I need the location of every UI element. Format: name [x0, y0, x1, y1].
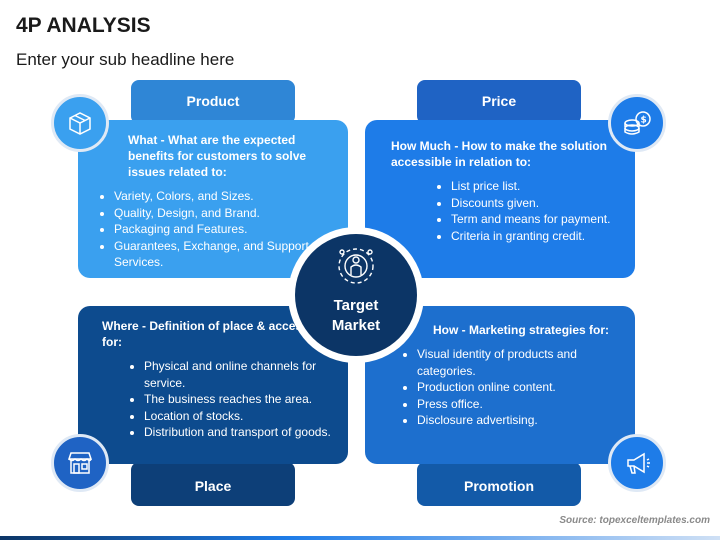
- product-box-icon: [69, 112, 91, 135]
- price-item: Term and means for payment.: [451, 211, 621, 228]
- price-tab-label: Price: [481, 93, 517, 109]
- target-market-circle: Target Market: [295, 234, 417, 356]
- product-lead: What - What are the expected benefits fo…: [128, 133, 307, 179]
- target-market-label: Target Market: [295, 296, 417, 336]
- place-item: Location of stocks.: [144, 408, 334, 425]
- place-item: Physical and online channels for service…: [144, 358, 334, 391]
- promotion-tab: Promotion: [417, 462, 581, 506]
- storefront-icon: [67, 452, 93, 474]
- promotion-item: Press office.: [417, 396, 621, 413]
- product-item: Quality, Design, and Brand.: [114, 205, 334, 222]
- target-market-line1: Target: [333, 297, 379, 314]
- price-list: List price list. Discounts given. Term a…: [391, 178, 621, 244]
- source-note: Source: topexceltemplates.com: [559, 515, 710, 526]
- product-tab-label: Product: [186, 93, 240, 109]
- price-item: Criteria in granting credit.: [451, 228, 621, 245]
- price-lead: How Much - How to make the solution acce…: [391, 139, 607, 169]
- product-tab: Product: [131, 80, 295, 124]
- product-item: Packaging and Features.: [114, 221, 334, 238]
- promotion-item: Production online content.: [417, 379, 621, 396]
- price-card: How Much - How to make the solution acce…: [365, 120, 635, 278]
- product-item: Variety, Colors, and Sizes.: [114, 188, 334, 205]
- product-card: What - What are the expected benefits fo…: [78, 120, 348, 278]
- price-icon-circle: $: [608, 94, 666, 152]
- target-person-icon: [338, 248, 374, 284]
- place-list: Physical and online channels for service…: [102, 358, 334, 441]
- coins-icon: $: [624, 111, 651, 135]
- product-list: Variety, Colors, and Sizes. Quality, Des…: [100, 188, 334, 271]
- price-tab: Price: [417, 80, 581, 124]
- place-item: Distribution and transport of goods.: [144, 424, 334, 441]
- promotion-item: Visual identity of products and categori…: [417, 346, 621, 379]
- target-market-line2: Market: [331, 317, 381, 334]
- bottom-accent-bar: [0, 536, 720, 540]
- place-tab-label: Place: [194, 478, 232, 494]
- megaphone-icon: [627, 452, 650, 474]
- place-icon-circle: [51, 434, 109, 492]
- svg-text:$: $: [641, 116, 647, 126]
- promotion-card: How - Marketing strategies for: Visual i…: [365, 306, 635, 464]
- price-item: List price list.: [451, 178, 621, 195]
- place-tab: Place: [131, 462, 295, 506]
- page-title: 4P ANALYSIS: [16, 14, 151, 37]
- promotion-tab-label: Promotion: [464, 478, 534, 494]
- price-item: Discounts given.: [451, 195, 621, 212]
- promotion-list: Visual identity of products and categori…: [403, 346, 621, 429]
- place-item: The business reaches the area.: [144, 391, 334, 408]
- place-lead: Where - Definition of place & accesses f…: [102, 319, 323, 349]
- page-subtitle: Enter your sub headline here: [16, 50, 235, 69]
- promotion-icon-circle: [608, 434, 666, 492]
- product-icon-circle: [51, 94, 109, 152]
- promotion-item: Disclosure advertising.: [417, 412, 621, 429]
- promotion-lead: How - Marketing strategies for:: [433, 323, 610, 337]
- product-item: Guarantees, Exchange, and Support Servic…: [114, 238, 334, 271]
